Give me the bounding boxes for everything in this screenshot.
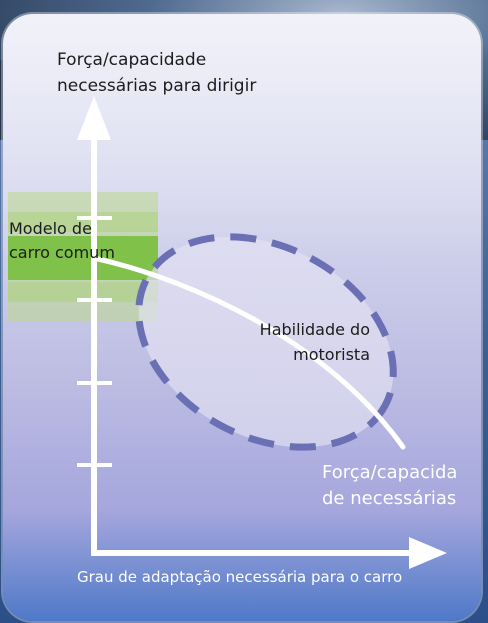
x-axis-label: Grau de adaptação necessária para o carr… — [77, 568, 403, 586]
driver-skill-ellipse — [135, 233, 397, 451]
curve-label: Força/capacida de necessárias — [322, 462, 458, 509]
model-band-stripe-2 — [8, 282, 158, 302]
y-axis-label: Força/capacidade necessárias para dirigi… — [57, 50, 257, 96]
requirement-curve — [91, 255, 406, 450]
model-band-label: Modelo de carro comum — [9, 219, 115, 262]
x-axis-arrowhead — [409, 537, 447, 569]
y-axis-arrowhead — [77, 96, 111, 140]
skill-region-label: Habilidade do motorista — [259, 320, 370, 364]
model-band-highlight — [8, 236, 158, 280]
model-band-stripe-1 — [8, 212, 158, 232]
